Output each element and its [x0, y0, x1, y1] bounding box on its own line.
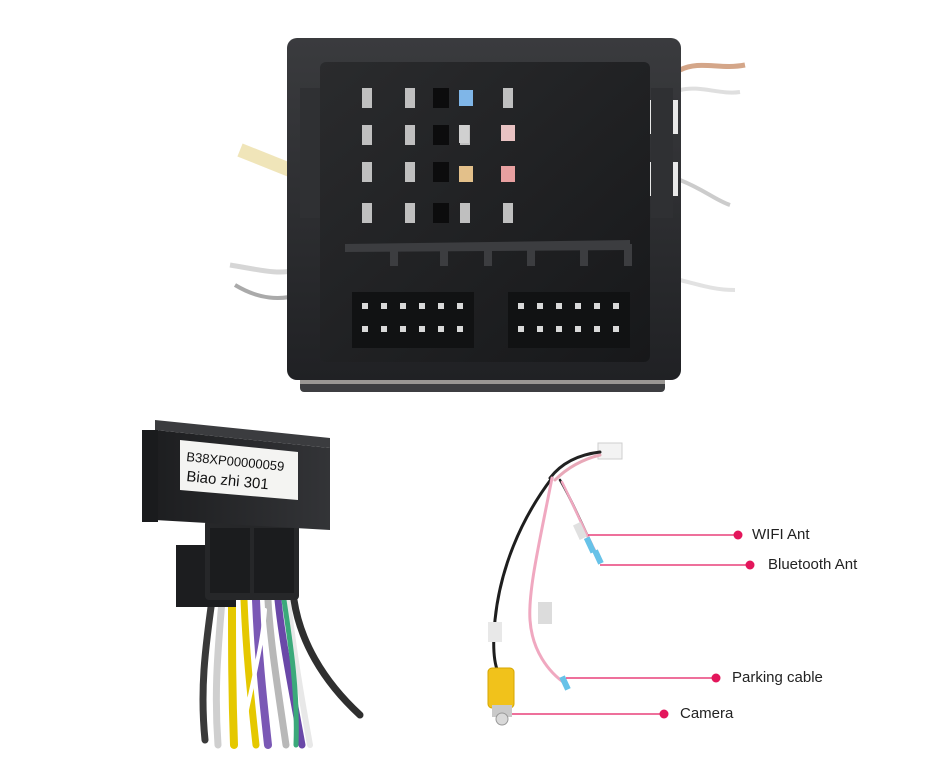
callout-dot-parking	[711, 673, 721, 683]
pin-array-large	[362, 88, 515, 223]
callout-dot-camera	[659, 709, 669, 719]
callout-dots	[659, 530, 755, 719]
callout-label-bluetooth: Bluetooth Ant	[768, 556, 858, 573]
callout-dot-bluetooth	[745, 560, 755, 570]
callout-lines	[512, 534, 750, 715]
callout-label-parking: Parking cable	[732, 669, 823, 686]
callout-label-camera: Camera	[680, 705, 734, 722]
product-label-sticker: B38XP00000059 Biao zhi 301	[180, 440, 298, 500]
pin-array-small-left	[352, 292, 474, 348]
pin-array-small-right	[508, 292, 630, 348]
callout-label-wifi: WIFI Ant	[752, 526, 810, 543]
callout-dot-wifi	[733, 530, 743, 540]
antenna-camera-cable	[487, 442, 623, 726]
canbus-decoder-box: B38XP00000059 Biao zhi 301	[142, 420, 364, 749]
main-quadlock-connector	[229, 38, 746, 392]
